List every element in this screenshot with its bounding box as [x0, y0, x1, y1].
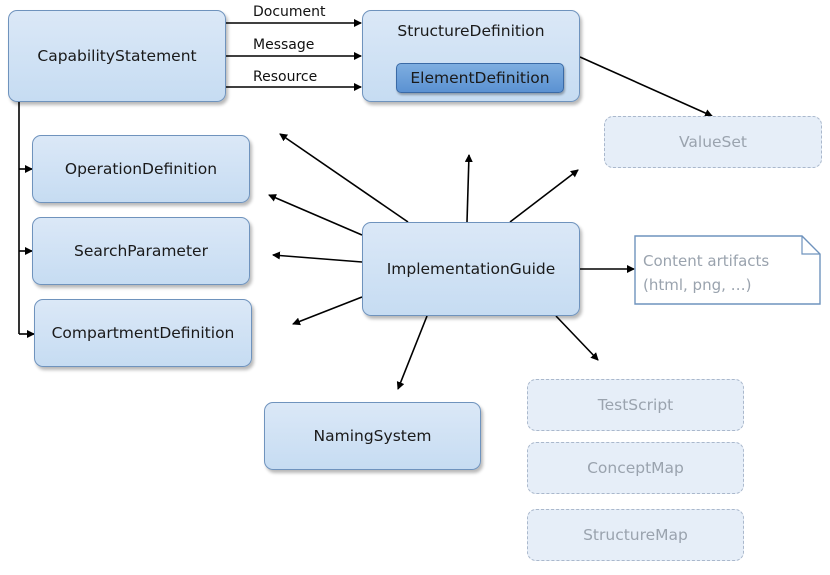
test-script-label: TestScript	[597, 396, 674, 414]
guide-down-arrow	[396, 315, 428, 390]
valueset-node[interactable]: ValueSet	[604, 116, 822, 168]
document-edge-label: Document	[253, 4, 326, 20]
structure-map-node[interactable]: StructureMap	[527, 509, 744, 561]
structure-map-label: StructureMap	[583, 526, 688, 544]
naming-system-node[interactable]: NamingSystem	[264, 402, 481, 470]
element-definition-label: ElementDefinition	[410, 69, 550, 87]
structure-definition-label: StructureDefinition	[397, 22, 545, 40]
guide-left-arrow	[272, 251, 363, 263]
content-artifacts-note-fold	[801, 236, 820, 255]
resource-edge-label: Resource	[253, 69, 318, 85]
implementation-guide-node[interactable]: ImplementationGuide	[362, 222, 580, 316]
valueset-label: ValueSet	[678, 133, 748, 151]
guide-left-upper-arrow	[268, 194, 363, 236]
search-parameter-node[interactable]: SearchParameter	[32, 217, 250, 285]
naming-system-label: NamingSystem	[313, 427, 432, 445]
concept-map-node[interactable]: ConceptMap	[527, 442, 744, 494]
compartment-definition-label: CompartmentDefinition	[51, 324, 235, 342]
capability-statement-node[interactable]: CapabilityStatement	[8, 10, 226, 102]
guide-up-left-arrow	[279, 133, 409, 223]
content-artifacts-line2: (html, png, …)	[643, 276, 752, 294]
content-artifacts-note	[634, 235, 821, 305]
operation-definition-label: OperationDefinition	[64, 160, 218, 178]
operation-definition-node[interactable]: OperationDefinition	[32, 135, 250, 203]
search-parameter-label: SearchParameter	[74, 242, 208, 260]
test-script-node[interactable]: TestScript	[527, 379, 744, 431]
content-artifacts-line1: Content artifacts	[643, 252, 770, 270]
element-definition-node[interactable]: ElementDefinition	[396, 63, 564, 93]
guide-left-lower-arrow	[292, 296, 363, 326]
structure-to-valueset-arrow	[579, 56, 713, 117]
implementation-guide-label: ImplementationGuide	[386, 260, 556, 278]
content-artifacts-text: Content artifacts (html, png, …)	[643, 249, 769, 297]
concept-map-label: ConceptMap	[587, 459, 684, 477]
guide-up-arrow	[464, 154, 473, 223]
capability-statement-label: CapabilityStatement	[37, 47, 197, 65]
guide-down-right-arrow	[555, 315, 599, 361]
compartment-definition-node[interactable]: CompartmentDefinition	[34, 299, 252, 367]
guide-up-right-arrow	[509, 169, 579, 223]
message-edge-label: Message	[253, 37, 315, 53]
